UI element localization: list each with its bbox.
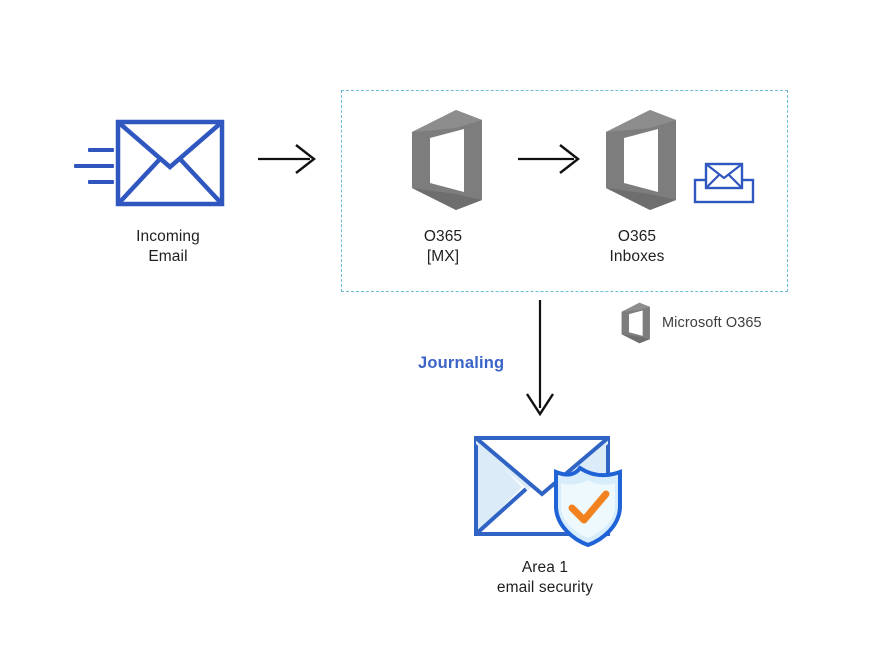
- arrow-down-icon: [522, 300, 558, 418]
- legend-label: Microsoft O365: [662, 315, 762, 331]
- o365-boundary-box: [341, 90, 788, 292]
- area1-label: Area 1 email security: [496, 559, 594, 596]
- incoming-email-label: Incoming Email: [136, 228, 200, 265]
- office365-icon: [598, 108, 680, 212]
- envelope-icon: [115, 119, 225, 207]
- o365-inboxes-label: O365 Inboxes: [609, 228, 665, 265]
- motion-lines-icon: [74, 143, 118, 189]
- o365-mx-label: O365 [MX]: [423, 228, 463, 265]
- office365-icon: [404, 108, 486, 212]
- office365-icon: [618, 302, 652, 344]
- inbox-envelope-icon: [693, 162, 755, 204]
- legend: Microsoft O365: [618, 302, 762, 344]
- shielded-envelope-icon: [470, 432, 630, 547]
- arrow-right-icon: [518, 142, 582, 176]
- journaling-label: Journaling: [418, 354, 505, 372]
- arrow-right-icon: [258, 142, 318, 176]
